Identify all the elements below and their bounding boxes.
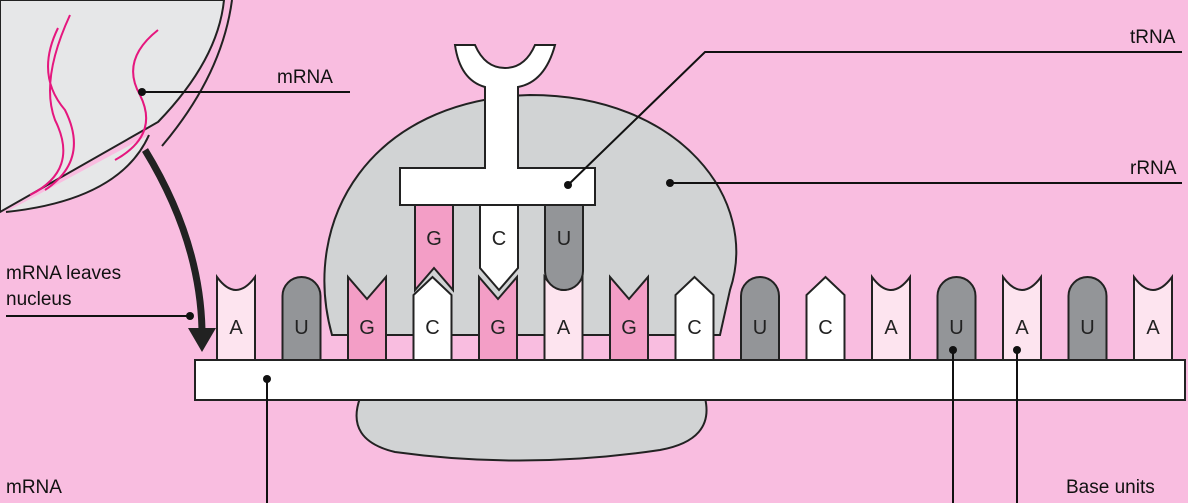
mrna-base-letter: C: [425, 317, 439, 339]
mrna-base-unit: U: [283, 277, 321, 362]
nucleus: [0, 0, 232, 212]
mrna-base-unit: C: [414, 277, 452, 362]
leader-dot-base-units-1: [949, 346, 957, 354]
leader-dot-base-units-2: [1013, 346, 1021, 354]
leader-dot-rrna: [666, 179, 674, 187]
mrna-base-letter: G: [490, 317, 506, 339]
mrna-base-unit: C: [807, 277, 845, 362]
leader-dot-mrna-nucleus: [138, 88, 146, 96]
mrna-base-letter: U: [949, 317, 963, 339]
ribosome-small-subunit: [357, 398, 707, 461]
export-arrow-head: [188, 328, 216, 352]
label-rrna: rRNA: [1130, 157, 1176, 181]
mrna-base-unit: U: [1069, 277, 1107, 362]
mrna-base-letter: U: [294, 317, 308, 339]
mrna-base-letter: G: [359, 317, 375, 339]
label-mrna-leaves-line1: mRNA leaves: [6, 262, 121, 286]
label-trna: tRNA: [1130, 26, 1175, 50]
leader-dot-mrna-leaves: [186, 312, 194, 320]
nucleus-membrane: [0, 0, 224, 212]
mrna-base-letter: C: [818, 317, 832, 339]
mrna-base-letter: G: [621, 317, 637, 339]
leader-dot-mrna-strand: [263, 375, 271, 383]
leader-dot-trna: [564, 181, 572, 189]
mrna-base-letter: A: [884, 317, 898, 339]
mrna-base-unit: U: [741, 277, 779, 362]
mrna-base-letter: U: [753, 317, 767, 339]
mrna-base-letter: A: [1146, 317, 1160, 339]
label-mrna-nucleus: mRNA: [277, 66, 333, 90]
trna-anticodon-base: U: [545, 205, 583, 290]
mrna-base-letter: A: [1015, 317, 1029, 339]
mrna-backbone: [195, 360, 1185, 400]
mrna-base-letter: U: [1080, 317, 1094, 339]
mrna-base-unit: A: [872, 277, 910, 362]
mrna-base-unit: C: [676, 277, 714, 362]
mrna-base-unit: A: [217, 277, 255, 362]
mrna-base-letter: C: [687, 317, 701, 339]
mrna-base-letter: A: [557, 317, 571, 339]
trna-anticodon-letter: G: [426, 228, 442, 250]
trna-anticodon-letter: U: [557, 228, 571, 250]
label-base-units: Base units: [1066, 476, 1155, 500]
mrna-base-unit: A: [1003, 277, 1041, 362]
trna-anticodon-letter: C: [492, 228, 506, 250]
mrna-base-letter: A: [229, 317, 243, 339]
export-arrow: [145, 150, 202, 330]
label-mrna-leaves-line2: nucleus: [6, 288, 72, 312]
mrna-base-unit: A: [1134, 277, 1172, 362]
label-mrna-strand: mRNA: [6, 476, 62, 500]
